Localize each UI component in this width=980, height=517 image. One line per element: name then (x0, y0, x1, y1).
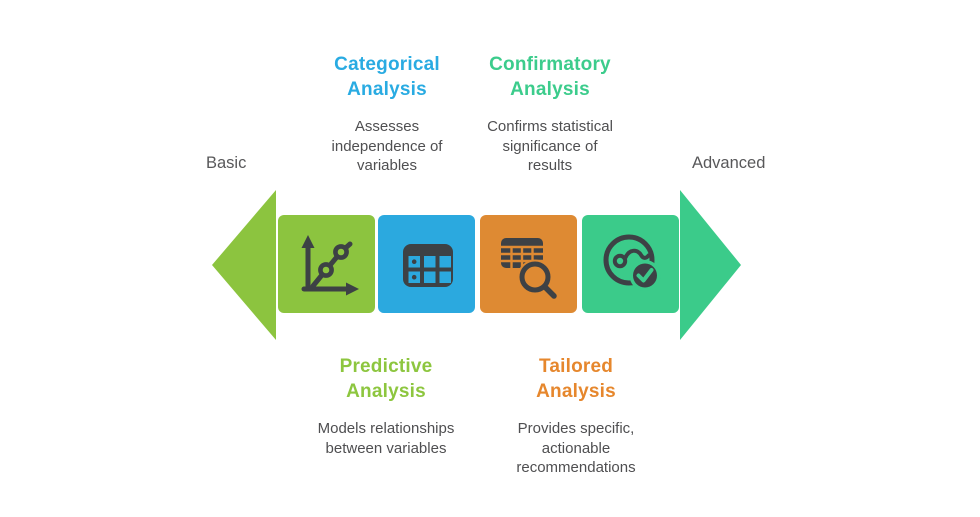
predictive-analysis-label: Predictive Analysis Models relationships… (271, 354, 501, 458)
predictive-analysis-title: Predictive Analysis (339, 356, 433, 402)
data-table-icon (403, 244, 453, 287)
step-tailored-analysis (480, 215, 577, 313)
step-confirmatory-analysis (582, 215, 679, 313)
advanced-scale-label: Advanced (692, 154, 766, 172)
confirmatory-analysis-desc: Confirms statistical significance of res… (487, 118, 613, 174)
table-search-icon (501, 238, 562, 304)
basic-scale-label: Basic (206, 154, 247, 172)
scatter-chart-icon (301, 235, 359, 296)
tailored-analysis-label: Tailored Analysis Provides specific, act… (461, 354, 691, 478)
tailored-analysis-desc: Provides specific, actionable recommenda… (516, 420, 636, 476)
tailored-analysis-title: Tailored Analysis (536, 356, 616, 402)
categorical-analysis-label: Categorical Analysis Assesses independen… (272, 52, 502, 176)
categorical-analysis-desc: Assesses independence of variables (331, 118, 443, 174)
predictive-analysis-desc: Models relationships between variables (317, 420, 455, 457)
left-arrowhead (212, 190, 276, 340)
step-categorical-analysis (378, 215, 475, 313)
step-predictive-analysis (278, 215, 375, 313)
confirmatory-analysis-title: Confirmatory Analysis (489, 54, 611, 100)
review-check-icon (603, 234, 661, 291)
confirmatory-analysis-label: Confirmatory Analysis Confirms statistic… (435, 52, 665, 176)
categorical-analysis-title: Categorical Analysis (334, 54, 440, 100)
right-arrowhead (680, 190, 741, 340)
